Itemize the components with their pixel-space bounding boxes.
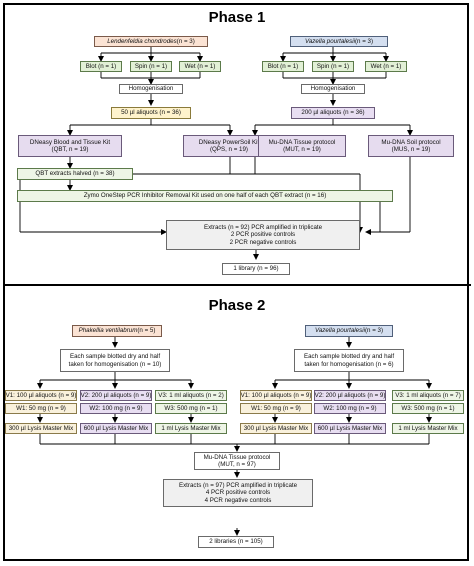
phase2-right-v1: V1: 100 µl aliquots (n = 9) — [240, 390, 312, 401]
species-count: (n = 3) — [354, 37, 374, 45]
mudna-line: (MUT, n = 97) — [218, 461, 256, 468]
phase2-left-v1: V1: 100 µl aliquots (n = 9) — [5, 390, 77, 401]
phase2-left-lysis-600: 600 µl Lysis Master Mix — [80, 423, 152, 434]
phase1-right-blot: Blot (n = 1) — [262, 61, 304, 72]
extracts-line: 2 PCR positive controls — [230, 231, 296, 239]
phase1-species-left: Lendenfeldia chondrodes (n = 3) — [94, 36, 208, 47]
phase2-right-lysis-300: 300 µl Lysis Master Mix — [240, 423, 312, 434]
phase2-mudna-tissue: Mu-DNA Tissue protocol (MUT, n = 97) — [194, 452, 280, 470]
phase2-species-left: Phakellia ventilabrum (n = 5) — [72, 325, 162, 337]
phase1-left-blot: Blot (n = 1) — [80, 61, 122, 72]
phase2-right-lysis-600: 600 µl Lysis Master Mix — [314, 423, 386, 434]
phase1-right-spin: Spin (n = 1) — [312, 61, 354, 72]
phase1-extracts: Extracts (n = 92) PCR amplified in tripl… — [166, 220, 360, 250]
species-count: (n = 3) — [364, 327, 384, 335]
phase2-blot-right: Each sample blotted dry and half taken f… — [294, 349, 404, 372]
extracts-line: 2 PCR negative controls — [229, 238, 297, 246]
phase2-right-v3: V3: 1 ml aliquots (n = 7) — [392, 390, 464, 401]
extracts-line: Extracts (n = 92) PCR amplified in tripl… — [203, 224, 323, 232]
phase2-left-w3: W3: 500 mg (n = 1) — [155, 403, 227, 414]
phase1-right-aliquots: 200 µl aliquots (n = 36) — [291, 107, 375, 119]
phase2-title: Phase 2 — [208, 297, 266, 314]
species-count: (n = 3) — [176, 37, 195, 45]
blot-line: Each sample blotted dry and half — [303, 353, 395, 361]
species-name: Vazella pourtalesii — [314, 327, 365, 335]
phase1-left-spin: Spin (n = 1) — [130, 61, 172, 72]
kit-qbt: DNeasy Blood and Tissue Kit (QBT, n = 19… — [18, 135, 122, 157]
phase1-left-homogenisation: Homogenisation — [119, 84, 183, 94]
phase2-left-v2: V2: 200 µl aliquots (n = 9) — [80, 390, 152, 401]
phase2-left-v3: V3: 1 ml aliquots (n = 2) — [155, 390, 227, 401]
phase2-right-lysis-1ml: 1 ml Lysis Master Mix — [392, 423, 464, 434]
figure-frame — [3, 3, 469, 561]
blot-line: taken for homogenisation (n = 10) — [68, 360, 162, 368]
phase1-left-wet: Wet (n = 1) — [179, 61, 221, 72]
mudna-line: Mu-DNA Tissue protocol — [203, 453, 271, 461]
species-name: Vazella pourtalesii — [304, 37, 355, 45]
phase2-right-w1: W1: 50 mg (n = 9) — [240, 403, 312, 414]
phase2-blot-left: Each sample blotted dry and half taken f… — [60, 349, 170, 372]
kit-name: Mu-DNA Tissue protocol — [268, 138, 336, 146]
phase-divider — [3, 284, 471, 286]
phase1-right-wet: Wet (n = 1) — [365, 61, 407, 72]
extracts-line: Extracts (n = 97) PCR amplified in tripl… — [178, 482, 298, 490]
blot-line: taken for homogenisation (n = 6) — [304, 360, 394, 368]
blot-line: Each sample blotted dry and half — [69, 353, 161, 361]
kit-name: Mu-DNA Soil protocol — [381, 138, 441, 146]
kit-qps: DNeasy PowerSoil Kit (QPS, n = 19) — [183, 135, 275, 157]
kit-code: (MUS, n = 19) — [391, 146, 431, 153]
qbt-halved: QBT extracts halved (n = 38) — [17, 168, 133, 180]
extracts-line: 4 PCR negative controls — [204, 496, 272, 504]
kit-name: DNeasy Blood and Tissue Kit — [29, 138, 111, 146]
kit-mus: Mu-DNA Soil protocol (MUS, n = 19) — [368, 135, 454, 157]
species-count: (n = 5) — [137, 327, 156, 335]
phase2-left-lysis-300: 300 µl Lysis Master Mix — [5, 423, 77, 434]
kit-code: (MUT, n = 19) — [283, 146, 321, 153]
phase1-species-right: Vazella pourtalesii (n = 3) — [290, 36, 388, 47]
phase1-title: Phase 1 — [208, 9, 266, 26]
species-name: Phakellia ventilabrum — [78, 327, 138, 335]
phase2-right-w3: W3: 500 mg (n = 1) — [392, 403, 464, 414]
species-name: Lendenfeldia chondrodes — [107, 37, 177, 45]
phase2-left-w2: W2: 100 mg (n = 9) — [80, 403, 152, 414]
phase2-libraries: 2 libraries (n = 105) — [198, 536, 274, 548]
kit-name: DNeasy PowerSoil Kit — [198, 138, 260, 146]
kit-code: (QBT, n = 19) — [51, 146, 89, 153]
phase2-extracts: Extracts (n = 97) PCR amplified in tripl… — [163, 479, 313, 507]
kit-mut: Mu-DNA Tissue protocol (MUT, n = 19) — [258, 135, 346, 157]
zymo-removal: Zymo OneStep PCR Inhibitor Removal Kit u… — [17, 190, 393, 202]
phase2-left-lysis-1ml: 1 ml Lysis Master Mix — [155, 423, 227, 434]
phase2-species-right: Vazella pourtalesii (n = 3) — [305, 325, 393, 337]
extracts-line: 4 PCR positive controls — [205, 489, 271, 497]
kit-code: (QPS, n = 19) — [209, 146, 248, 153]
phase2-left-w1: W1: 50 mg (n = 9) — [5, 403, 77, 414]
phase1-right-homogenisation: Homogenisation — [301, 84, 365, 94]
phase2-right-v2: V2: 200 µl aliquots (n = 9) — [314, 390, 386, 401]
phase1-left-aliquots: 50 µl aliquots (n = 36) — [111, 107, 191, 119]
phase1-library: 1 library (n = 96) — [222, 263, 290, 275]
phase2-right-w2: W2: 100 mg (n = 9) — [314, 403, 386, 414]
